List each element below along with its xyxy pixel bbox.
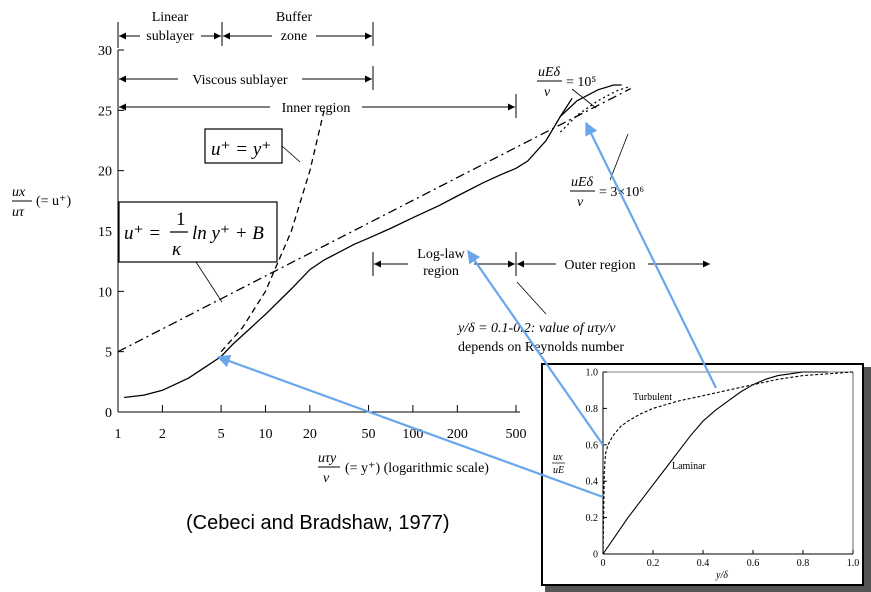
re1-den: ν (544, 85, 551, 100)
x-axis-label: uτy ν (= y⁺) (logarithmic scale) (318, 451, 489, 486)
y-tick-label: 5 (105, 346, 112, 361)
re2-value: = 3×10⁶ (599, 185, 644, 200)
outer-label: Outer region (564, 258, 635, 273)
linear-equation-box: u⁺ = y⁺ (204, 128, 301, 164)
y-tick-label: 10 (98, 285, 112, 300)
x-tick-label: 20 (303, 427, 317, 442)
inset-laminar-line (602, 371, 828, 555)
viscous-label: Viscous sublayer (192, 73, 288, 88)
re2-num: uEδ (571, 175, 594, 190)
inset-turbulent-label: Turbulent (633, 392, 672, 403)
inset-x-tick-label: 1.0 (847, 558, 860, 569)
inner-label: Inner region (282, 101, 351, 116)
re2-den: ν (577, 195, 584, 210)
linear-equation-frame (204, 128, 283, 164)
inset-x-tick-label: 0 (601, 558, 606, 569)
x-tick-label: 10 (258, 427, 272, 442)
re1-leader (571, 88, 597, 109)
y-tick-label: 25 (98, 104, 112, 119)
inset-laminar-label: Laminar (672, 461, 707, 472)
connector-arrows (216, 121, 717, 499)
ydelta-line-2: depends on Reynolds number (458, 340, 624, 355)
inset-y-tick-label: 1.0 (586, 368, 599, 379)
main-series-dashdot-line (117, 88, 631, 353)
linear-equation: u⁺ = y⁺ (211, 139, 271, 160)
loglaw-region-label: region (423, 264, 459, 279)
reynolds-annotation-1: uEδ ν = 10⁵ (537, 65, 597, 109)
inset-x-label: y/δ (715, 570, 728, 581)
linear-label: Linear (152, 10, 189, 25)
inset-turbulent-line (602, 371, 854, 555)
ydelta-leader (516, 281, 547, 315)
y-label-tail: (= u⁺) (36, 194, 71, 209)
re1-num: uEδ (538, 65, 561, 80)
inset-frame (541, 363, 864, 586)
main-series-dashed-line (220, 110, 325, 353)
loglaw-eq-rhs: ln y⁺ + B (192, 223, 264, 244)
ydelta-line-1: y/δ = 0.1-0.2: value of uτy/ν (456, 321, 616, 336)
main-series-dotted-line (559, 85, 631, 133)
y-label-den: uτ (12, 205, 25, 220)
y-tick-label: 15 (98, 225, 112, 240)
re1-value: = 10⁵ (566, 75, 596, 90)
loglaw-equation-box: u⁺ = 1 κ ln y⁺ + B (118, 201, 278, 303)
inset-x-tick-label: 0.8 (797, 558, 810, 569)
x-tick-label: 50 (362, 427, 376, 442)
x-tick-label: 500 (506, 427, 527, 442)
x-label-den: ν (323, 471, 330, 486)
loglaw-equation-frame (118, 201, 278, 263)
y-tick-label: 20 (98, 165, 112, 180)
figure-caption: (Cebeci and Bradshaw, 1977) (186, 512, 450, 534)
ydelta-annotation: y/δ = 0.1-0.2: value of uτy/ν depends on… (456, 281, 624, 355)
loglaw-label: Log-law (417, 247, 465, 262)
inset-y-tick-label: 0 (593, 550, 598, 561)
inset-y-label-den: uE (553, 465, 564, 476)
inset-x-tick-label: 0.2 (647, 558, 660, 569)
re2-leader (609, 133, 629, 181)
main-series-solid-line (124, 97, 573, 399)
main-series (117, 84, 631, 399)
connector-3 (585, 121, 717, 389)
inset-ticks: 0 0.2 0.4 0.6 0.8 1.0 0 0.2 0.4 0.6 0.8 1.0 (586, 368, 860, 570)
region-markers: Linear sublayer Buffer zone Viscous subl… (117, 10, 710, 279)
inset-chart: 0 0.2 0.4 0.6 0.8 1.0 0 0.2 0.4 0.6 0.8 1.0 Turbule… (541, 363, 871, 592)
x-tick-label: 1 (115, 427, 122, 442)
connector-2 (467, 249, 604, 446)
y-tick-label: 30 (98, 44, 112, 59)
inset-y-label: ux uE (552, 452, 565, 476)
inset-x-tick-label: 0.6 (747, 558, 760, 569)
connector-1 (216, 354, 604, 499)
inset-y-tick-label: 0.2 (586, 513, 599, 524)
sublayer-label: sublayer (146, 29, 194, 44)
x-tick-label: 5 (218, 427, 225, 442)
inset-x-tick-label: 0.4 (697, 558, 710, 569)
x-label-tail: (= y⁺) (logarithmic scale) (345, 461, 489, 476)
x-label-num: uτy (318, 451, 337, 466)
loglaw-eq-den: κ (172, 239, 182, 260)
y-label-num: ux (12, 185, 26, 200)
inset-y-tick-label: 0.6 (586, 440, 599, 451)
buffer-label: Buffer (276, 10, 313, 25)
x-tick-label: 100 (402, 427, 423, 442)
loglaw-eq-num: 1 (176, 209, 186, 230)
linear-eq-leader (281, 145, 301, 163)
inset-y-label-num: ux (553, 452, 563, 463)
reynolds-annotation-2: uEδ ν = 3×10⁶ (570, 133, 644, 210)
inset-y-tick-label: 0.8 (586, 404, 599, 415)
x-tick-label: 200 (447, 427, 468, 442)
loglaw-eq-lhs: u⁺ = (124, 223, 161, 244)
y-tick-label: 0 (105, 406, 112, 421)
inset-y-tick-label: 0.4 (586, 477, 599, 488)
inset-series (602, 371, 854, 555)
zone-label: zone (281, 29, 307, 44)
y-axis-label: ux uτ (= u⁺) (12, 185, 71, 220)
main-series-solid-line (559, 84, 622, 117)
loglaw-eq-leader (195, 261, 223, 303)
x-tick-label: 2 (159, 427, 166, 442)
